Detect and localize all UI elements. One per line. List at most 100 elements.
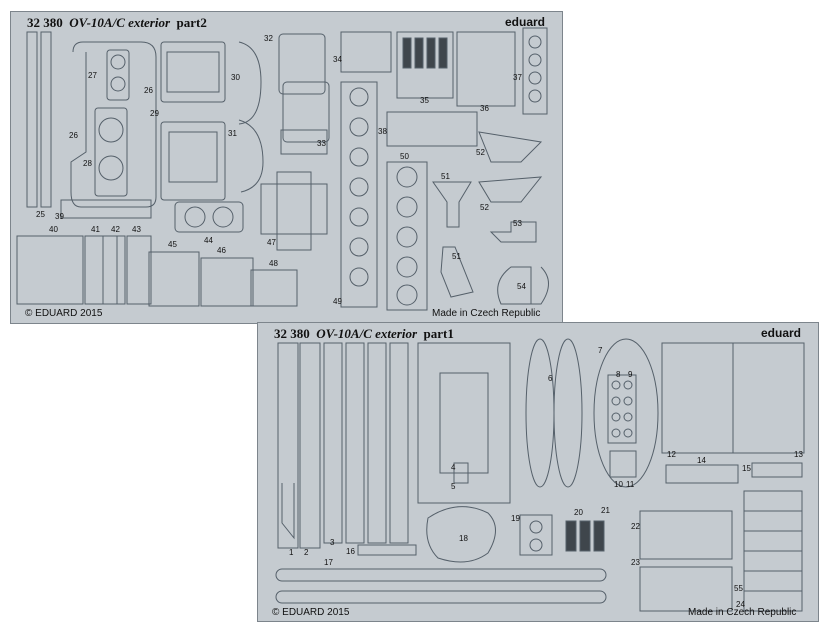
part-label: 41 bbox=[91, 225, 100, 234]
part-44 bbox=[174, 201, 244, 233]
part-25 bbox=[26, 31, 38, 208]
part-label: 13 bbox=[794, 450, 803, 459]
part-label: 9 bbox=[628, 370, 633, 379]
part-5 bbox=[453, 462, 469, 484]
part-32 bbox=[278, 33, 326, 95]
part-label: 51 bbox=[452, 252, 461, 261]
part-label: 11 bbox=[626, 480, 635, 489]
part-45 bbox=[148, 251, 200, 307]
part-label: 40 bbox=[49, 225, 58, 234]
part-label: 52 bbox=[476, 148, 485, 157]
fret-part1-brand: eduard bbox=[761, 326, 802, 340]
part-label: 32 bbox=[264, 34, 273, 43]
part-label: 43 bbox=[132, 225, 141, 234]
part-label: 22 bbox=[631, 522, 640, 531]
part-26 bbox=[70, 41, 157, 208]
part-38 bbox=[386, 111, 478, 147]
part-22 bbox=[639, 510, 733, 560]
part-1 bbox=[277, 342, 299, 549]
fret-part2-code: 32 380 bbox=[27, 15, 63, 30]
part-label: 23 bbox=[631, 558, 640, 567]
part-label: 20 bbox=[574, 508, 583, 517]
part-21 bbox=[593, 520, 605, 552]
part-42 bbox=[102, 235, 118, 305]
fret-part2-drawing bbox=[16, 27, 549, 311]
part-label: 28 bbox=[83, 159, 92, 168]
part-label: 30 bbox=[231, 73, 240, 82]
part-label: 21 bbox=[601, 506, 610, 515]
fret-part1-header: 32 380 OV-10A/C exterior part1 bbox=[274, 326, 454, 342]
part-label: 10 bbox=[614, 480, 623, 489]
part-49 bbox=[340, 81, 378, 308]
part-label: 50 bbox=[400, 152, 409, 161]
part-28 bbox=[94, 107, 128, 197]
part-4 bbox=[417, 342, 511, 504]
fret-part1: 32 380 OV-10A/C exterior part1 eduard © … bbox=[257, 322, 819, 622]
part-label: 47 bbox=[267, 238, 276, 247]
part-27 bbox=[106, 49, 130, 101]
fret-part2-partno: part2 bbox=[176, 15, 207, 30]
part-label: 18 bbox=[459, 534, 468, 543]
part-17 bbox=[275, 568, 607, 582]
part-label: 3 bbox=[330, 538, 335, 547]
part-10 bbox=[609, 450, 637, 478]
part-41 bbox=[84, 235, 126, 305]
part-label: 25 bbox=[36, 210, 45, 219]
part-label: 49 bbox=[333, 297, 342, 306]
part-label: 48 bbox=[269, 259, 278, 268]
part-label: 8 bbox=[616, 370, 621, 379]
fret-part1-code: 32 380 bbox=[274, 326, 310, 341]
part-14 bbox=[665, 464, 739, 484]
part-label: 39 bbox=[55, 212, 64, 221]
part-2 bbox=[299, 342, 321, 549]
part-29 bbox=[160, 41, 226, 103]
part-label: 46 bbox=[217, 246, 226, 255]
part-label: 37 bbox=[513, 73, 522, 82]
fret-part2-brand: eduard bbox=[505, 15, 546, 29]
fret-part2-made-in: Made in Czech Republic bbox=[432, 308, 541, 319]
part-35 bbox=[396, 31, 454, 99]
part-18 bbox=[426, 506, 496, 563]
part-33 bbox=[280, 129, 328, 155]
part-36 bbox=[456, 31, 516, 107]
part-label: 14 bbox=[697, 456, 706, 465]
part-7 bbox=[593, 338, 659, 488]
part-23 bbox=[639, 566, 733, 612]
part-label: 4 bbox=[451, 463, 456, 472]
part-51 bbox=[432, 181, 472, 228]
part-19 bbox=[519, 514, 553, 556]
part-label: 45 bbox=[168, 240, 177, 249]
part-label: 17 bbox=[324, 558, 333, 567]
part-46 bbox=[200, 257, 254, 307]
part-30 bbox=[238, 41, 262, 125]
fret-part1-partno: part1 bbox=[423, 326, 454, 341]
fret-part1-made-in: Made in Czech Republic bbox=[688, 607, 797, 618]
part-20 bbox=[565, 520, 577, 552]
part-label: 51 bbox=[441, 172, 450, 181]
part-label: 1 bbox=[289, 548, 294, 557]
part-label: 38 bbox=[378, 127, 387, 136]
fret-part2: 32 380 OV-10A/C exterior part2 eduard © … bbox=[10, 11, 563, 324]
fret-part2-copyright: © EDUARD 2015 bbox=[25, 308, 103, 319]
part-39 bbox=[60, 199, 152, 219]
part-label: 53 bbox=[513, 219, 522, 228]
part-15 bbox=[751, 462, 803, 478]
part-37 bbox=[522, 27, 548, 115]
fret-part1-copyright: © EDUARD 2015 bbox=[272, 607, 350, 618]
part-label: 26 bbox=[144, 86, 153, 95]
part-label: 34 bbox=[333, 55, 342, 64]
part-40 bbox=[16, 235, 84, 305]
part-label: 35 bbox=[420, 96, 429, 105]
part-47 bbox=[260, 183, 328, 235]
part-label: 29 bbox=[150, 109, 159, 118]
fret-part2-title: OV-10A/C exterior bbox=[69, 15, 171, 30]
fret-part1-drawing bbox=[275, 338, 805, 612]
part-label: 26 bbox=[69, 131, 78, 140]
part-label: 7 bbox=[598, 346, 603, 355]
part-label: 33 bbox=[317, 139, 326, 148]
part-label: 54 bbox=[517, 282, 526, 291]
part-label: 36 bbox=[480, 104, 489, 113]
part-48 bbox=[250, 269, 298, 307]
part-label: 42 bbox=[111, 225, 120, 234]
part-16 bbox=[357, 544, 417, 556]
